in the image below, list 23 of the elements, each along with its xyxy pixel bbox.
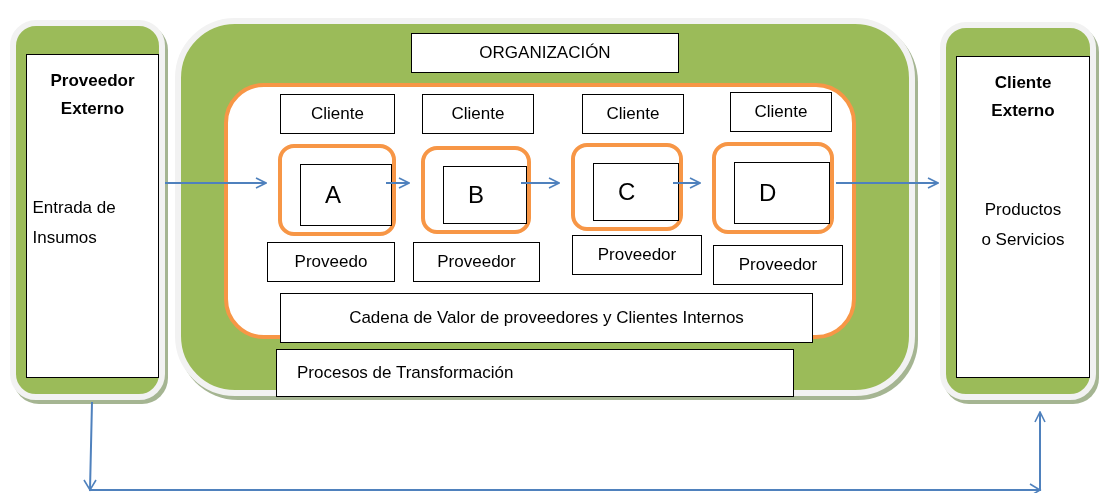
panel-text: Productos o Servicios [980,199,1066,251]
label-box: Proveedo [267,242,395,282]
process-letter: C [593,163,679,221]
process-letter: B [443,166,527,224]
process-box [571,143,683,231]
label-box: Procesos de Transformación [276,349,794,397]
panel-text: Entrada de Insumos [32,197,117,249]
process-box [421,146,531,234]
panel-title: Proveedor Externo [49,70,136,121]
label-box: Proveedor [572,235,702,275]
label-box: Proveedor [413,242,540,282]
label-box: Cadena de Valor de proveedores y Clientes Internos [280,293,813,343]
label-box: Cliente [582,94,684,134]
label-box: Proveedor [713,245,843,285]
process-letter: A [300,164,392,226]
label-box: ORGANIZACIÓN [411,33,679,73]
label-box: Cliente [280,94,395,134]
process-box [712,142,834,234]
label-box: Cliente [730,92,832,132]
process-letter: D [734,162,830,224]
process-box [278,144,396,236]
label-box: Cliente [422,94,534,134]
panel-title: Cliente Externo [990,72,1056,123]
